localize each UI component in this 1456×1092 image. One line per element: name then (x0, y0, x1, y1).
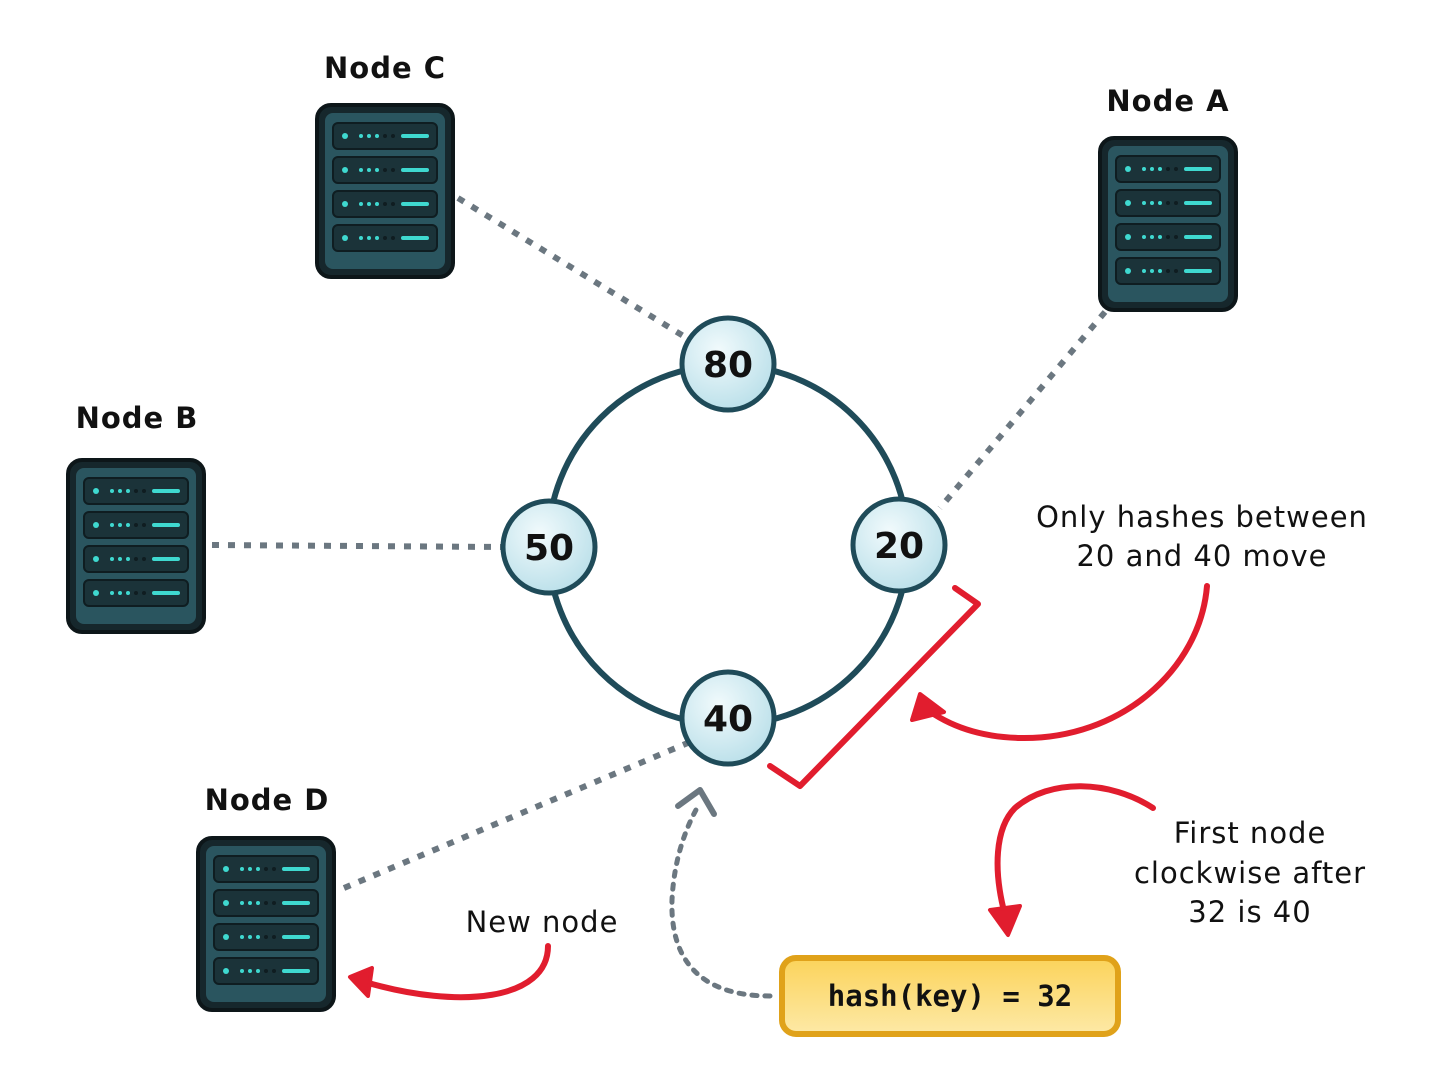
ring-position-40-label: 40 (703, 699, 753, 740)
node-b: Node B (66, 401, 206, 634)
arrowhead-icon (910, 692, 946, 722)
arrowhead-icon (348, 966, 374, 998)
hash-key-box: hash(key) = 32 (779, 955, 1121, 1037)
node-a-title: Node A (1106, 84, 1229, 118)
server-icon (196, 836, 336, 1012)
arrowhead-icon (988, 904, 1022, 937)
red-arrow-first-node (994, 783, 1156, 918)
node-b-title: Node B (76, 401, 199, 435)
annotation-first-node-line-3: 32 is 40 (1188, 895, 1311, 929)
red-arrow-new-node (362, 943, 551, 1001)
connector-node-a-20 (937, 310, 1108, 510)
annotation-new-node: New node (466, 905, 619, 939)
lookup-arrow (669, 805, 773, 999)
ring-position-80-label: 80 (703, 345, 753, 386)
connector-lines (211, 195, 1108, 891)
server-icon (315, 103, 455, 279)
ring-position-50: 50 (500, 498, 598, 596)
node-d-title: Node D (205, 783, 330, 817)
server-icon (66, 458, 206, 634)
annotation-moved-range-line-2: 20 and 40 move (1076, 539, 1327, 573)
ring-position-20-label: 20 (874, 526, 924, 567)
red-arrow-moved-range (922, 583, 1210, 742)
node-d: Node D (196, 783, 336, 1012)
node-c-title: Node C (324, 51, 446, 85)
moved-range-bracket (767, 585, 981, 789)
connector-node-d-40 (342, 739, 692, 891)
annotation-moved-range-line-1: Only hashes between (1036, 500, 1368, 534)
ring-position-20: 20 (850, 496, 948, 594)
connector-node-c-80 (456, 195, 692, 343)
connector-node-b-50 (211, 542, 503, 550)
ring-position-40: 40 (679, 669, 777, 767)
arrowhead-icon (675, 787, 717, 817)
hash-key-text: hash(key) = 32 (828, 979, 1072, 1013)
annotation-moved-range: Only hashes between 20 and 40 move (1036, 500, 1368, 573)
annotation-first-node-line-1: First node (1174, 816, 1327, 850)
server-icon (1098, 136, 1238, 312)
ring-position-50-label: 50 (524, 528, 574, 569)
node-a: Node A (1098, 84, 1238, 312)
annotation-first-node: First node clockwise after 32 is 40 (1134, 816, 1366, 929)
ring-position-80: 80 (679, 315, 777, 413)
node-c: Node C (315, 51, 455, 279)
annotation-first-node-line-2: clockwise after (1134, 856, 1366, 890)
